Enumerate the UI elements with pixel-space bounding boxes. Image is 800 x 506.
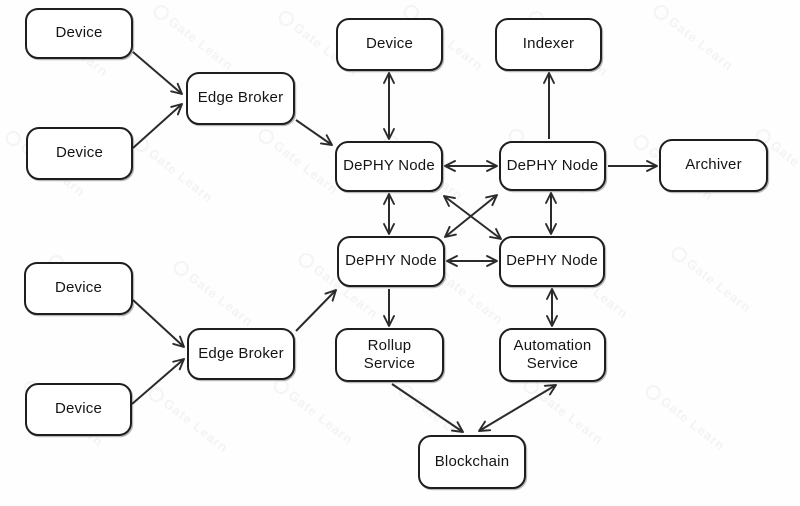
node-rollup-service: Rollup Service [335,328,444,382]
node-automation-service: Automation Service [499,328,606,382]
watermark-text: Gate Learn [145,145,217,206]
watermark-text: Gate Learn [683,255,755,316]
node-label-device-4: Device [54,400,103,418]
node-device-top: Device [336,18,443,71]
edge-edge-broker-2-to-dephy-node-3 [295,289,337,332]
watermark-text: Gate Learn [285,387,357,448]
node-label-blockchain: Blockchain [434,452,510,470]
edge-device-1-to-edge-broker-1 [132,51,183,95]
edge-dephy-node-1-to-dephy-node-4 [443,195,502,240]
node-label-device-2: Device [55,144,104,162]
node-label-dephy-node-2: DePHY Node [506,156,599,174]
watermark-text: Gate Learn [767,137,800,198]
node-indexer: Indexer [495,18,602,71]
node-device-2: Device [26,127,133,180]
watermark-text: Gate Learn [665,13,737,74]
node-label-device-top: Device [365,35,414,53]
node-edge-broker-2: Edge Broker [187,328,295,380]
node-label-archiver: Archiver [685,156,742,174]
node-label-device-3: Device [54,279,103,297]
node-label-edge-broker-1: Edge Broker [197,89,284,107]
watermark: Gate Learn [520,376,607,448]
watermark-text: Gate Learn [165,13,237,74]
watermark: Gate Learn [145,384,232,456]
node-label-edge-broker-2: Edge Broker [198,344,284,362]
node-device-4: Device [25,383,132,436]
node-archiver: Archiver [659,139,768,192]
watermark: Gate Learn [170,258,257,330]
watermark: Gate Learn [255,126,342,198]
node-dephy-node-2: DePHY Node [499,141,606,191]
watermark-text: Gate Learn [535,387,607,448]
watermark: Gate Learn [650,2,737,74]
node-blockchain: Blockchain [418,435,526,489]
edge-device-3-to-edge-broker-2 [132,299,185,348]
watermark: Gate Learn [668,244,755,316]
node-label-dephy-node-3: DePHY Node [345,252,437,270]
node-device-3: Device [24,262,133,315]
watermark-text: Gate Learn [160,395,232,456]
watermark-text: Gate Learn [185,269,257,330]
node-label-dephy-node-1: DePHY Node [343,157,435,175]
node-label-indexer: Indexer [522,35,575,53]
node-edge-broker-1: Edge Broker [186,72,295,125]
watermark-text: Gate Learn [270,137,342,198]
watermark: Gate Learn [270,376,357,448]
edge-edge-broker-1-to-dephy-node-1 [295,119,333,146]
node-device-1: Device [25,8,133,59]
node-label-automation-service: Automation Service [513,336,592,372]
node-dephy-node-1: DePHY Node [335,141,443,192]
watermark-text: Gate Learn [435,267,507,328]
node-label-rollup-service: Rollup Service [363,336,416,372]
node-label-dephy-node-4: DePHY Node [506,252,598,270]
edge-dephy-node-2-to-dephy-node-3 [444,194,498,238]
watermark-text: Gate Learn [657,393,729,454]
node-dephy-node-3: DePHY Node [337,236,445,287]
node-dephy-node-4: DePHY Node [499,236,605,287]
watermark: Gate Learn [150,2,237,74]
node-label-device-1: Device [55,24,103,42]
watermark: Gate Learn [642,382,729,454]
watermark: Gate Learn [130,134,217,206]
